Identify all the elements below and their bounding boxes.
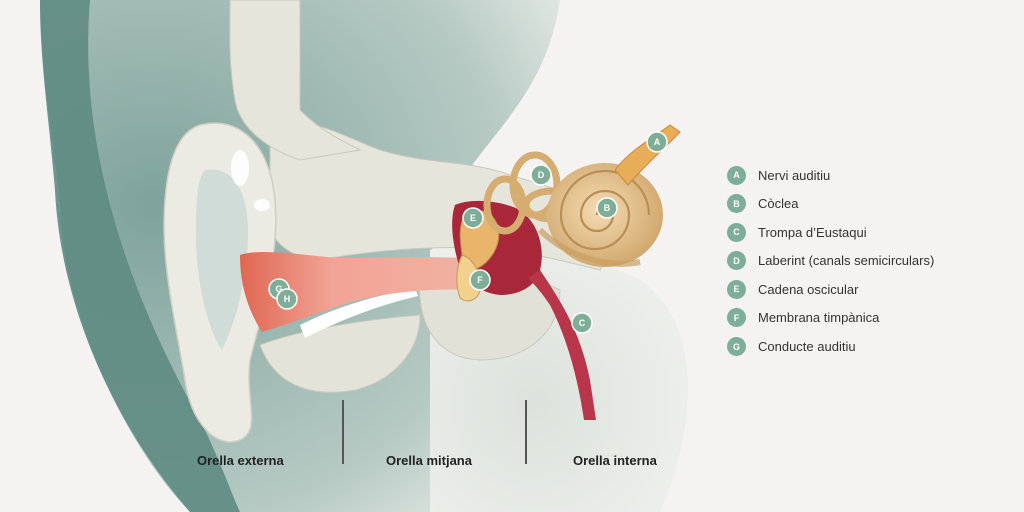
legend-label-d: Laberint (canals semicirculars) xyxy=(758,253,935,269)
marker-h[interactable]: H xyxy=(276,288,298,310)
marker-c-letter: C xyxy=(579,318,586,328)
legend-label-c: Trompa d’Eustaqui xyxy=(758,224,867,240)
region-label-outer-ear: Orella externa xyxy=(197,453,284,468)
legend-marker-f: F xyxy=(727,308,746,328)
legend-marker-g: G xyxy=(727,337,746,357)
legend-item-e: E Cadena oscicular xyxy=(727,279,934,299)
tympanic-membrane xyxy=(456,254,481,302)
concha xyxy=(195,169,249,350)
marker-c[interactable]: C xyxy=(571,312,593,334)
legend-marker-e: E xyxy=(727,279,746,299)
legend-item-c: C Trompa d’Eustaqui xyxy=(727,222,934,242)
marker-d-letter: D xyxy=(538,170,545,180)
legend-item-f: F Membrana timpànica xyxy=(727,308,934,328)
region-divider-1 xyxy=(342,400,344,464)
legend-item-g: G Conducte auditiu xyxy=(727,337,934,357)
legend-label-a: Nervi auditiu xyxy=(758,167,831,183)
legend-item-b: B Còclea xyxy=(727,194,934,214)
region-label-inner-ear: Orella interna xyxy=(573,453,657,468)
marker-b[interactable]: B xyxy=(596,197,618,219)
marker-h-letter: H xyxy=(284,294,291,304)
marker-e-letter: E xyxy=(470,213,476,223)
cartilage-highlight xyxy=(231,150,249,186)
marker-b-letter: B xyxy=(604,203,611,213)
upper-skull-bone xyxy=(229,0,362,161)
cartilage-highlight-3 xyxy=(300,288,418,338)
auditory-canal xyxy=(240,251,470,332)
legend-label-e: Cadena oscicular xyxy=(758,281,859,297)
legend-marker-a: A xyxy=(727,165,746,185)
legend-marker-c: C xyxy=(727,222,746,242)
cartilage-highlight-2 xyxy=(254,199,270,211)
marker-a[interactable]: A xyxy=(646,131,668,153)
legend-item-a: A Nervi auditiu xyxy=(727,165,934,185)
marker-g-letter: G xyxy=(275,284,282,294)
marker-d[interactable]: D xyxy=(530,164,552,186)
region-divider-2 xyxy=(525,400,527,464)
dark-skin-edge xyxy=(40,0,240,512)
legend-item-d: D Laberint (canals semicirculars) xyxy=(727,251,934,271)
marker-a-letter: A xyxy=(654,137,661,147)
legend: A Nervi auditiu B Còclea C Trompa d’Eust… xyxy=(727,165,934,365)
marker-e[interactable]: E xyxy=(462,207,484,229)
region-label-middle-ear: Orella mitjana xyxy=(386,453,472,468)
legend-label-g: Conducte auditiu xyxy=(758,339,856,355)
eustachian-tube xyxy=(528,270,596,420)
legend-marker-b: B xyxy=(727,194,746,214)
legend-label-b: Còclea xyxy=(758,196,799,212)
legend-marker-d: D xyxy=(727,251,746,271)
marker-f[interactable]: F xyxy=(469,269,491,291)
legend-label-f: Membrana timpànica xyxy=(758,310,880,326)
marker-f-letter: F xyxy=(477,275,483,285)
